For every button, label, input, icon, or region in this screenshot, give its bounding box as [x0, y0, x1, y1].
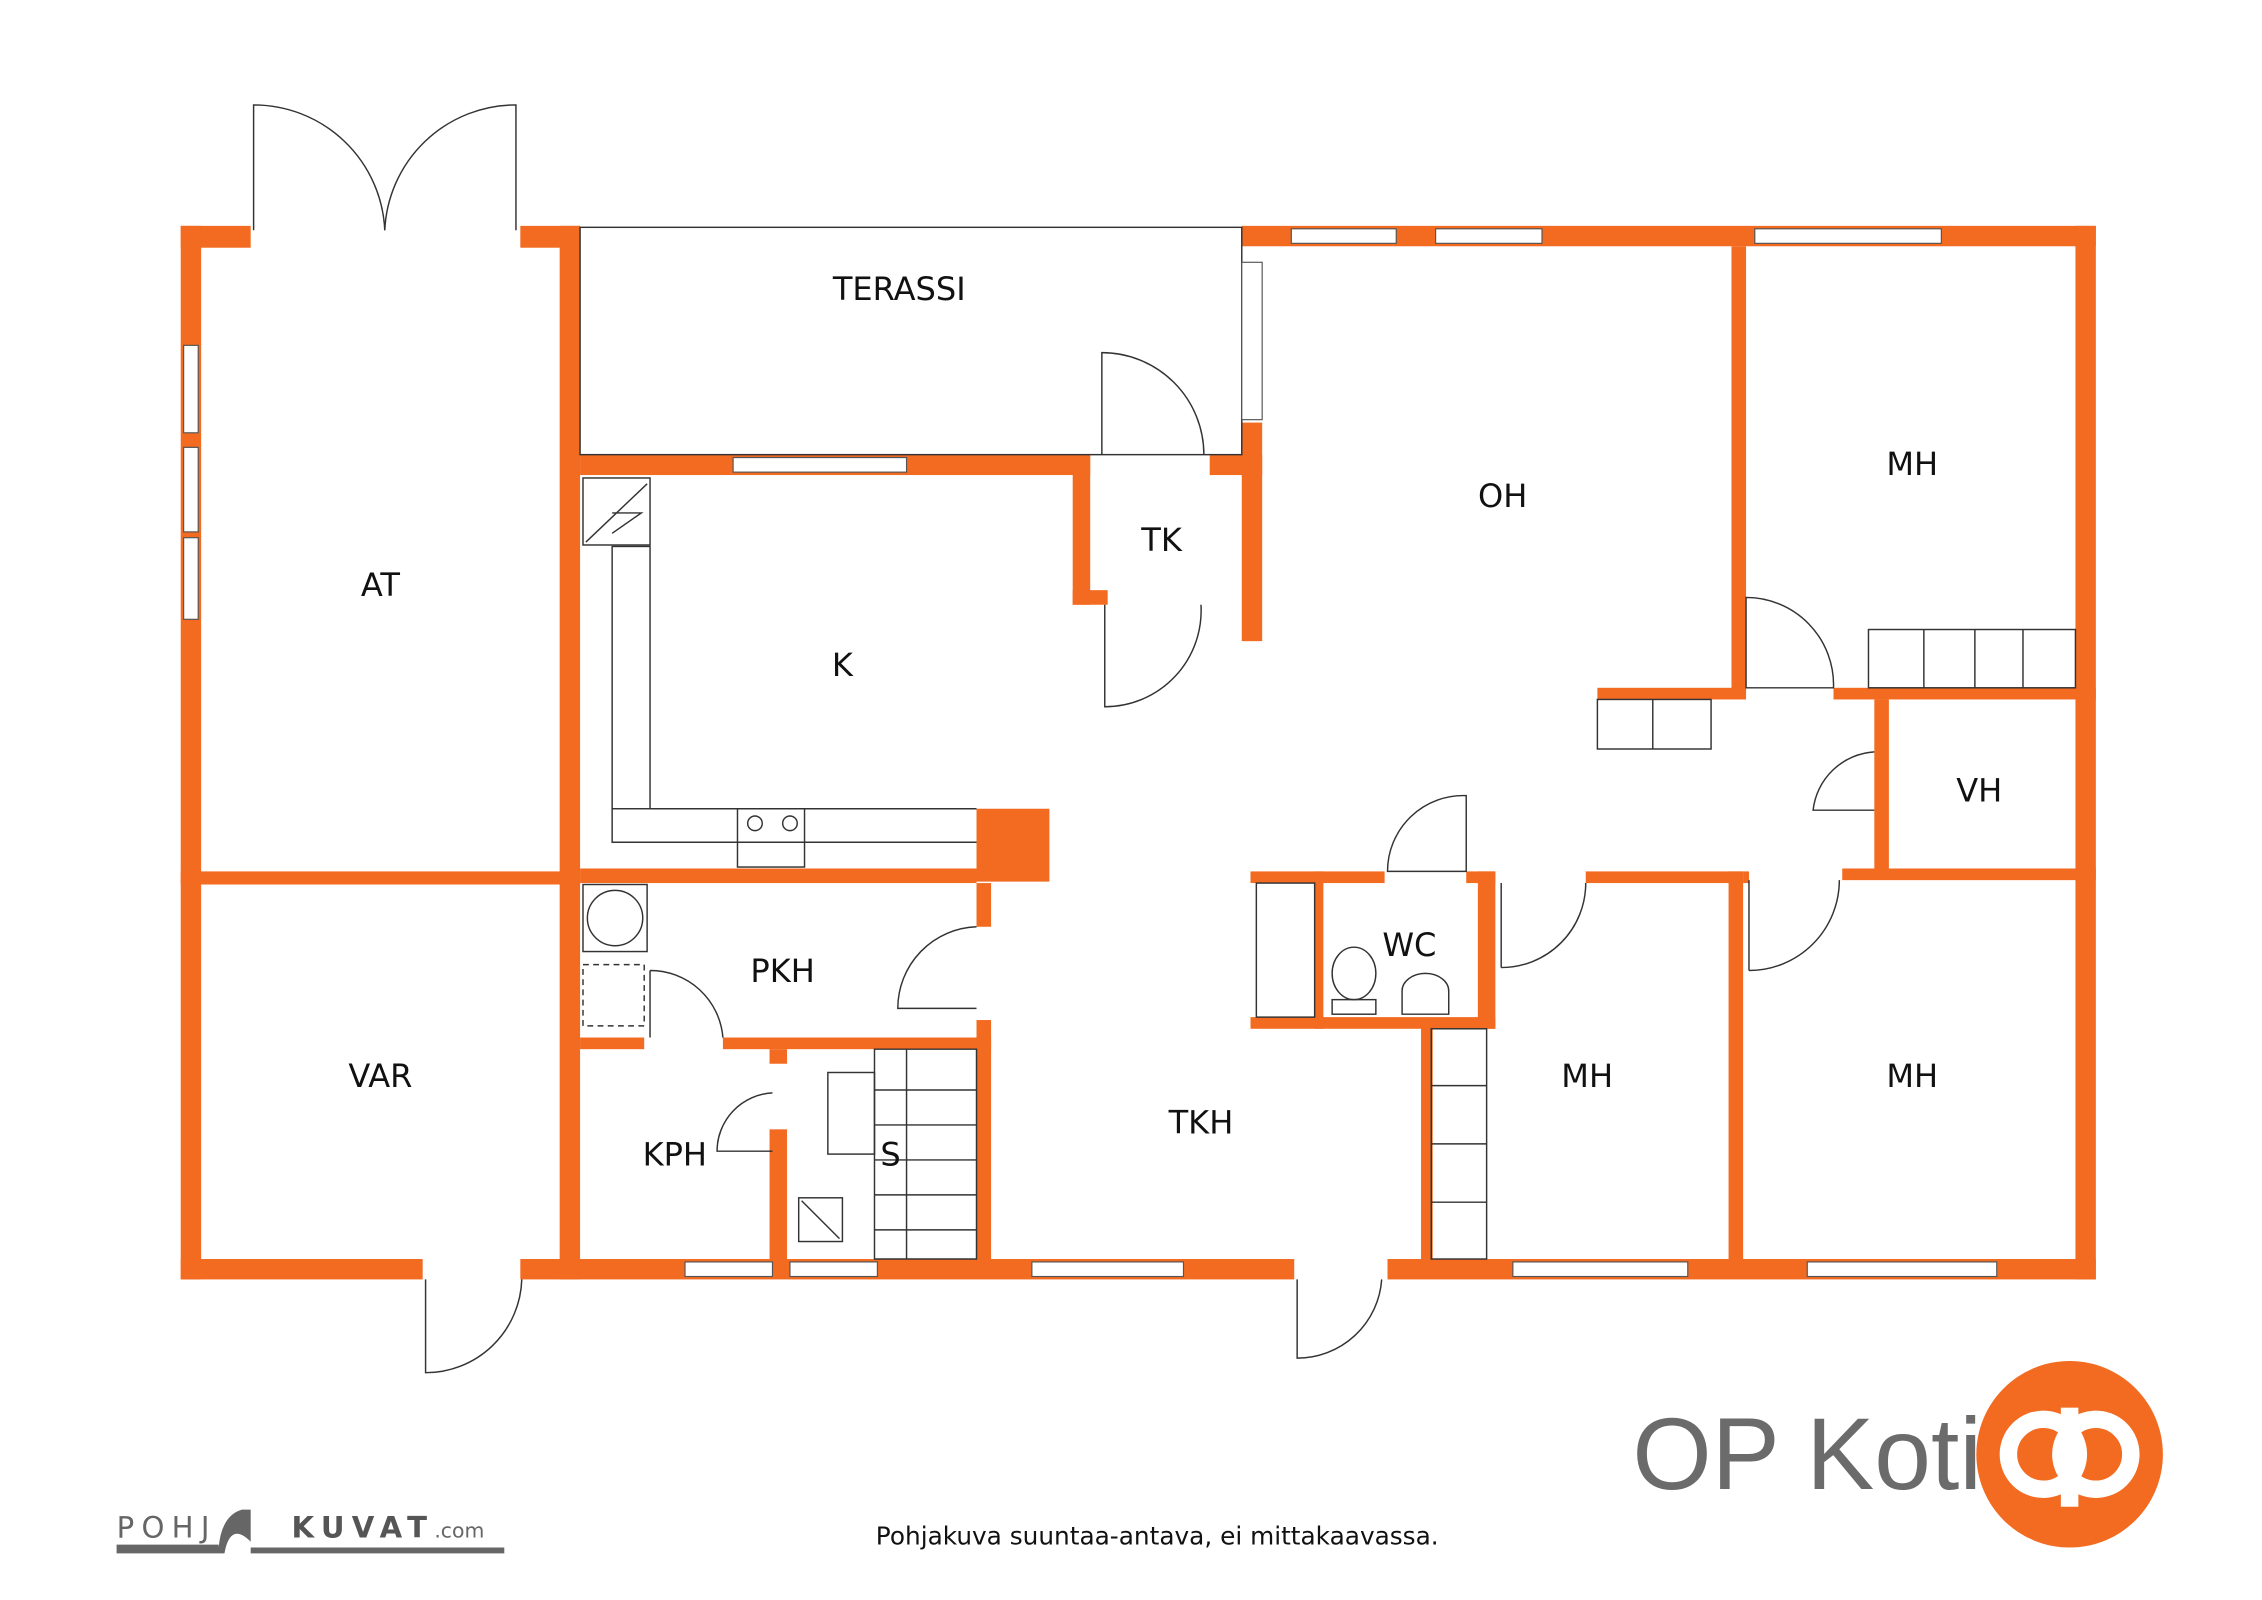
walls — [180, 225, 2096, 1280]
disclaimer-note: Pohjakuva suuntaa-antava, ei mittakaavas… — [876, 1522, 1439, 1551]
op-koti-brand: OP Koti — [1632, 1397, 1982, 1511]
room-label-tk: TK — [1140, 521, 1183, 559]
room-label-mh-middle: MH — [1561, 1057, 1613, 1095]
room-label-tkh: TKH — [1168, 1104, 1234, 1142]
svg-text:POHJ: POHJ — [117, 1510, 217, 1544]
room-label-k: K — [832, 646, 854, 684]
room-label-wc: WC — [1382, 926, 1436, 964]
room-label-mh-top: MH — [1886, 445, 1938, 483]
windows — [183, 228, 1998, 1278]
doors — [252, 104, 1875, 1374]
svg-text:KUVAT: KUVAT — [291, 1510, 434, 1544]
room-label-terassi: TERASSI — [832, 270, 966, 308]
room-label-oh: OH — [1478, 477, 1527, 515]
pohjakuvat-logo: POHJ KUVAT .com — [116, 1509, 505, 1554]
room-label-pkh: PKH — [750, 952, 814, 990]
op-logo-icon — [1976, 1361, 2163, 1548]
room-label-vh: VH — [1956, 771, 2002, 809]
room-labels: AT TERASSI OH MH TK K VH WC PKH VAR KPH … — [348, 270, 2002, 1174]
svg-text:.com: .com — [434, 1518, 484, 1542]
room-label-s: S — [880, 1136, 900, 1174]
room-label-mh-right: MH — [1886, 1057, 1938, 1095]
room-label-var: VAR — [348, 1057, 412, 1095]
room-label-at: AT — [361, 566, 400, 604]
room-label-kph: KPH — [643, 1136, 707, 1174]
terrace-outline — [579, 226, 1263, 456]
